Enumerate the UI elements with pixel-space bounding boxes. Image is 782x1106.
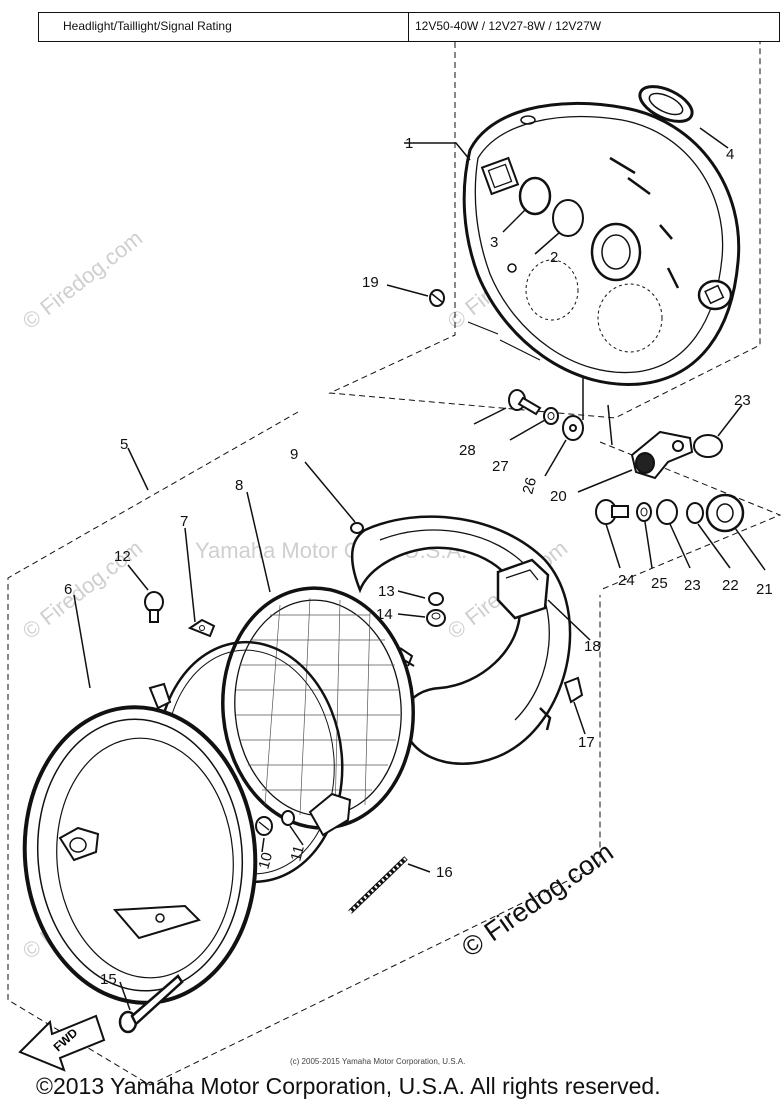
clip-17 xyxy=(563,676,584,704)
callout-26: 26 xyxy=(519,476,540,497)
bracket-20 xyxy=(630,430,694,480)
callout-1: 1 xyxy=(405,135,413,152)
screw-19 xyxy=(429,289,445,307)
callout-23-top: 23 xyxy=(734,392,751,409)
callout-11: 11 xyxy=(287,844,307,863)
washer-27 xyxy=(543,407,559,425)
callout-21: 21 xyxy=(756,581,773,598)
callout-22: 22 xyxy=(722,577,739,594)
callout-17: 17 xyxy=(578,734,595,751)
callout-27: 27 xyxy=(492,458,509,475)
callout-13: 13 xyxy=(378,583,395,600)
washer-25 xyxy=(636,502,652,522)
callout-28: 28 xyxy=(459,442,476,459)
callout-6: 6 xyxy=(64,581,72,598)
washer-13 xyxy=(428,592,444,606)
callout-23-bottom: 23 xyxy=(684,577,701,594)
headlight-housing-1 xyxy=(462,101,741,386)
washer-23-bottom xyxy=(656,499,678,525)
footer-copyright: ©2013 Yamaha Motor Corporation, U.S.A. A… xyxy=(36,1073,661,1099)
callout-5: 5 xyxy=(120,436,128,453)
washer-23-top xyxy=(693,434,723,458)
retaining-ring-7 xyxy=(148,618,352,884)
callout-14: 14 xyxy=(376,606,393,623)
bolt-24 xyxy=(595,499,629,525)
collar-22 xyxy=(686,502,704,524)
callout-12: 12 xyxy=(114,548,131,565)
spring-nut-11 xyxy=(281,810,295,826)
callout-9: 9 xyxy=(290,446,298,463)
callouts: 1 2 3 4 5 6 7 8 9 10 11 12 13 14 15 16 1… xyxy=(64,135,773,988)
footer-small-copyright: (c) 2005-2015 Yamaha Motor Corporation, … xyxy=(290,1057,466,1066)
watermark-left-top: © Firedog.com xyxy=(18,225,147,334)
callout-4: 4 xyxy=(726,146,734,163)
callout-24: 24 xyxy=(618,572,635,589)
spec-label: Headlight/Taillight/Signal Rating xyxy=(39,13,409,41)
spec-table: Headlight/Taillight/Signal Rating 12V50-… xyxy=(38,12,780,42)
callout-2: 2 xyxy=(550,249,558,266)
callout-15: 15 xyxy=(100,971,117,988)
callout-16: 16 xyxy=(436,864,453,881)
watermark-main: © Firedog.com xyxy=(456,837,619,963)
housing-boundary xyxy=(328,42,761,419)
bolt-28 xyxy=(508,389,542,416)
leader-lines xyxy=(73,127,766,1011)
grommet-4 xyxy=(638,85,694,123)
callout-18: 18 xyxy=(584,638,601,655)
screw-10 xyxy=(255,816,273,836)
damper-21 xyxy=(705,493,745,533)
callout-8: 8 xyxy=(235,477,243,494)
block-18 xyxy=(496,558,550,620)
spring-screw-16 xyxy=(348,856,408,914)
spec-value: 12V50-40W / 12V27-8W / 12V27W xyxy=(415,19,602,33)
grommet-3 xyxy=(518,176,552,216)
callout-19: 19 xyxy=(362,274,379,291)
sealed-beam-8 xyxy=(221,586,415,830)
nut-14 xyxy=(426,609,446,627)
screw-12 xyxy=(144,591,164,623)
fwd-arrow-icon: FWD xyxy=(18,1014,106,1072)
callout-10: 10 xyxy=(255,851,276,872)
bolt-15 xyxy=(118,974,184,1034)
callout-7: 7 xyxy=(180,513,188,530)
callout-20: 20 xyxy=(550,488,567,505)
callout-25: 25 xyxy=(651,575,668,592)
callout-3: 3 xyxy=(490,234,498,251)
plate-26 xyxy=(562,415,584,441)
